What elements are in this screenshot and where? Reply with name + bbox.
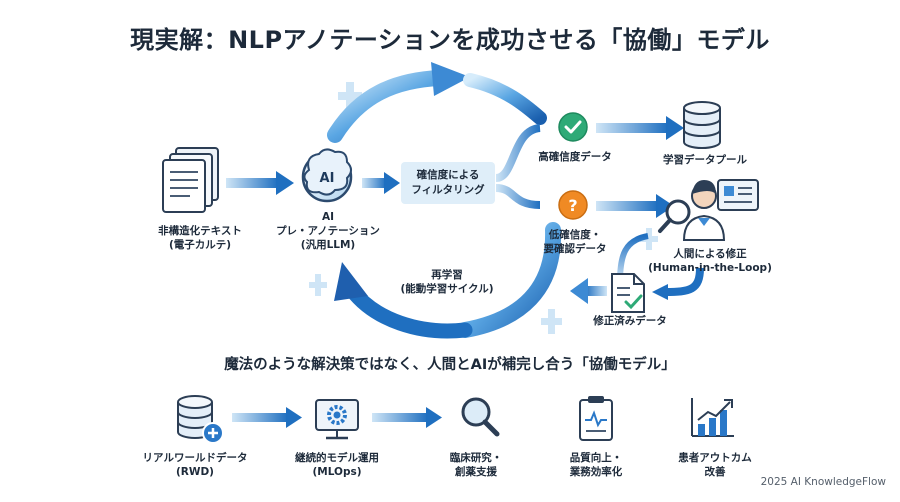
source-label: 非構造化テキスト (電子カルテ) [135,224,265,252]
pipeline-step-mlops-line2: (MLOps) [312,466,362,478]
low-confidence-label: 低確信度・ 要確認データ [520,228,630,256]
corrected-label: 修正済みデータ [593,315,667,327]
pipeline-step-research-line1: 臨床研究・ [449,452,503,464]
human-label-line2: (Human-in-the-Loop) [648,262,772,274]
low-confidence-label-line1: 低確信度・ [548,229,602,241]
pipeline-step-quality: 品質向上・ 業務効率化 [546,451,646,479]
source-label-line1: 非構造化テキスト [158,225,242,237]
decor-plus-marks [309,82,658,334]
arrow-ai-to-filter [362,172,400,194]
pipeline-step-outcome-line1: 患者アウトカム [678,452,752,464]
retrain-label-line1: 再学習 [431,269,463,281]
tagline: 魔法のような解決策ではなく、人間とAIが補完し合う「協働モデル」 [224,357,676,373]
arrow-low-to-human [596,194,674,218]
ai-model-label-line3: (汎用LLM) [300,239,356,251]
ai-brain-icon: AI [301,148,353,203]
page-title: 現実解：NLPアノテーションを成功させる「協働」モデル [130,26,770,54]
pipeline-step-quality-line1: 品質向上・ [569,452,623,464]
cycle-arc-top-right [463,73,547,125]
bar-chart-up-icon [691,398,734,437]
arrow-filter-split [495,124,541,209]
footer-credit: 2025 AI KnowledgeFlow [760,476,886,488]
pipeline-step-research-line2: 創薬支援 [455,466,497,478]
database-icon [683,101,721,149]
high-confidence-label: 高確信度データ [538,151,612,163]
filter-label-line1: 確信度による [416,169,480,181]
arrow-corrected-to-cycle [570,278,607,304]
low-confidence-label-line2: 要確認データ [543,243,607,255]
magnifier-icon [461,397,500,437]
question-icon: ? [558,190,588,220]
cycle-arrowhead-retrain [334,262,368,301]
monitor-gear-icon [315,399,359,440]
pipeline-step-outcome: 患者アウトカム 改善 [660,451,770,479]
pipeline-step-mlops-line1: 継続的モデル運用 [295,452,379,464]
pipeline-step-research: 臨床研究・ 創薬支援 [426,451,526,479]
pipeline-step-rwd: リアルワールドデータ (RWD) [135,451,255,479]
clipboard-chart-icon [579,396,613,441]
question-icon-text: ? [568,196,577,215]
cycle-arc-top-left [327,70,448,143]
pipeline-step-rwd-line2: (RWD) [176,466,214,478]
doctor-icon [658,179,759,241]
ai-model-label: AI プレ・アノテーション (汎用LLM) [258,210,398,252]
source-label-line2: (電子カルテ) [168,239,232,251]
pipeline-arrows [232,407,442,428]
filter-box: 確信度による フィルタリング [401,162,495,204]
ai-model-label-line1: AI [321,211,335,223]
pipeline-step-mlops: 継続的モデル運用 (MLOps) [277,451,397,479]
ai-icon-text: AI [320,171,335,186]
cycle-arrowhead-top [431,62,470,96]
corrected-document-icon [611,273,645,313]
cycle-arc-bottom-right [457,222,562,338]
documents-icon [162,147,219,213]
arrow-human-to-corrected [652,267,704,300]
database-plus-icon [177,395,224,444]
check-icon [558,112,588,142]
pool-label: 学習データプール [663,154,747,166]
human-label-line1: 人間による修正 [673,248,747,260]
filter-label-line2: フィルタリング [411,184,485,196]
retrain-label: 再学習 (能動学習サイクル) [392,268,502,296]
arrow-high-to-pool [596,116,684,140]
human-label: 人間による修正 (Human-in-the-Loop) [645,247,775,275]
arrow-source-to-ai [226,171,294,195]
retrain-label-line2: (能動学習サイクル) [400,283,494,295]
pipeline-step-outcome-line2: 改善 [704,466,726,478]
ai-model-label-line2: プレ・アノテーション [276,225,380,237]
pipeline-step-quality-line2: 業務効率化 [569,466,623,478]
pipeline-step-rwd-line1: リアルワールドデータ [142,452,248,464]
cycle-arc-bottom-left [344,282,473,339]
